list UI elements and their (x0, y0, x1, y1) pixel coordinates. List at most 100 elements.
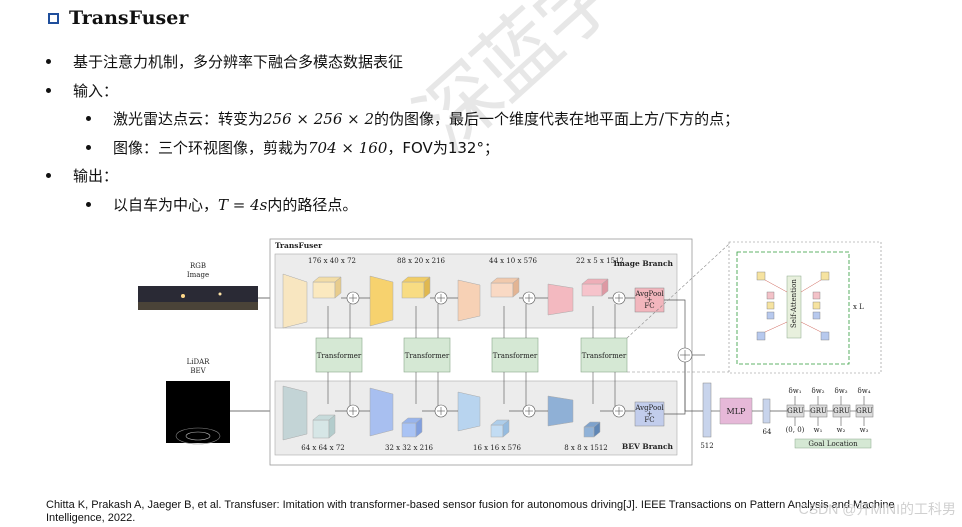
slide-header: TransFuser (48, 7, 188, 29)
image-feature-1 (312, 281, 336, 299)
image-feature-3 (490, 282, 514, 298)
gru-label-4: GRU (856, 407, 873, 415)
self-attention-label: Self-Attention (790, 279, 798, 328)
rgb-label-1: RGB (190, 262, 206, 270)
bev-branch-label: BEV Branch (622, 442, 674, 451)
bullet-text: ，FOV为132°； (387, 139, 499, 157)
transformer-3 (491, 337, 539, 373)
w-label-3: w₃ (860, 426, 869, 434)
gru-label-3: GRU (833, 407, 850, 415)
bev-dim-4: 8 x 8 x 1512 (564, 444, 608, 452)
bullet-dot-icon (46, 88, 51, 93)
bullet-dot-icon (86, 202, 91, 207)
bullet-text: 的伪图像，最后一个维度代表在地平面上方/下方的点； (374, 110, 740, 128)
bev-feature-3 (490, 424, 504, 438)
transformer-1 (315, 337, 363, 373)
image-dim-2: 88 x 20 x 216 (397, 257, 446, 265)
slide-title: TransFuser (69, 7, 189, 29)
transformer-label-1: Transformer (317, 352, 362, 360)
token-mr1 (812, 291, 821, 300)
gru-label-2: GRU (810, 407, 827, 415)
transformer-4 (580, 337, 628, 373)
rgb-road (138, 302, 258, 310)
image-avgpool-text-1: AvgPool (634, 290, 664, 298)
bullet-math: 256 × 256 × 2 (263, 109, 375, 128)
self-attention-block (786, 275, 802, 339)
transformer-label-2: Transformer (405, 352, 450, 360)
feature-vector-64 (762, 398, 771, 424)
bullet-dot-icon (46, 173, 51, 178)
bev-feature-2 (401, 422, 417, 438)
bullet-text: 输出： (73, 167, 119, 185)
bev-encoder-2 (369, 387, 394, 437)
transformer-label-3: Transformer (493, 352, 538, 360)
bullet-text: 图像：三个环视图像，剪裁为 (113, 139, 309, 157)
bullet-level1: 基于注意力机制，多分辨率下融合多模态数据表征 (46, 51, 403, 72)
bev-avgpool-text-2: + (647, 410, 653, 418)
image-branch-label: Image Branch (613, 259, 673, 268)
transfuser-diagram: RGB Image LiDAR BEV TransFuser Image Bra… (135, 236, 887, 466)
bev-feature-4 (583, 426, 595, 438)
lidar-label-2: BEV (190, 367, 206, 375)
mlp-label: MLP (727, 407, 747, 416)
bev-encoder-3 (457, 391, 481, 432)
token-mr3 (812, 311, 821, 320)
bev-feature-1 (312, 419, 330, 439)
image-dim-3: 44 x 10 x 576 (489, 257, 538, 265)
goal-location-box (794, 438, 872, 449)
image-dim-1: 176 x 40 x 72 (308, 257, 356, 265)
transformer-2 (403, 337, 451, 373)
bullet-math: T = 4s (218, 195, 268, 214)
bev-encoder-4 (547, 395, 574, 427)
bullet-level1: 输入： (46, 80, 118, 101)
bev-avgpool-text-3: FC (644, 416, 654, 424)
token-ml3 (766, 311, 775, 320)
image-encoder-4 (547, 283, 574, 316)
image-avgpool-text-2: + (647, 296, 653, 304)
image-dim-4: 22 x 5 x 1512 (576, 257, 624, 265)
token-bl (756, 331, 766, 341)
image-encoder-2 (369, 275, 394, 327)
square-bullet-icon (48, 12, 59, 24)
delta-w-2: δw₂ (811, 387, 824, 395)
bullet-dot-icon (86, 145, 91, 150)
token-br (820, 331, 830, 341)
lidar-label-1: LiDAR (187, 358, 211, 366)
goal-location-label: Goal Location (808, 440, 858, 448)
w-label-2: w₂ (837, 426, 846, 434)
bullet-dot-icon (86, 116, 91, 121)
bullet-text: 输入： (73, 82, 119, 100)
gru-label-1: GRU (787, 407, 804, 415)
bev-encoder-1 (282, 385, 308, 441)
times-l-label: x L (853, 303, 864, 311)
image-encoder-1 (282, 273, 308, 329)
delta-w-3: δw₃ (834, 387, 847, 395)
token-tr (820, 271, 830, 281)
csdn-watermark: CSDN @开MINI的工科男 (798, 501, 956, 517)
bev-dim-3: 16 x 16 x 576 (473, 444, 522, 452)
bullet-text: 基于注意力机制，多分辨率下融合多模态数据表征 (73, 53, 404, 71)
bullet-text: 激光雷达点云：转变为 (113, 110, 264, 128)
rgb-label-2: Image (187, 271, 209, 279)
architecture-svg: RGB Image LiDAR BEV TransFuser Image Bra… (138, 238, 882, 466)
lidar-bev-thumbnail (166, 381, 230, 443)
bullet-dot-icon (46, 59, 51, 64)
bev-avgpool-fc (634, 401, 665, 427)
bullet-level1: 输出： (46, 165, 118, 186)
bullet-text: 内的路径点。 (267, 196, 358, 214)
bullet-text: 以自车为中心， (113, 196, 219, 214)
image-avgpool-text-3: FC (644, 302, 654, 310)
token-mr2 (812, 301, 821, 310)
dim-64-label: 64 (763, 428, 772, 436)
dim-512-label: 512 (700, 442, 713, 450)
transformer-label-4: Transformer (582, 352, 627, 360)
image-encoder-3 (457, 279, 481, 322)
mlp-block (719, 397, 753, 425)
token-ml2 (766, 301, 775, 310)
image-feature-4 (581, 283, 603, 297)
bev-dim-2: 32 x 32 x 216 (385, 444, 434, 452)
bev-avgpool-text-1: AvgPool (634, 404, 664, 412)
token-tl (756, 271, 766, 281)
